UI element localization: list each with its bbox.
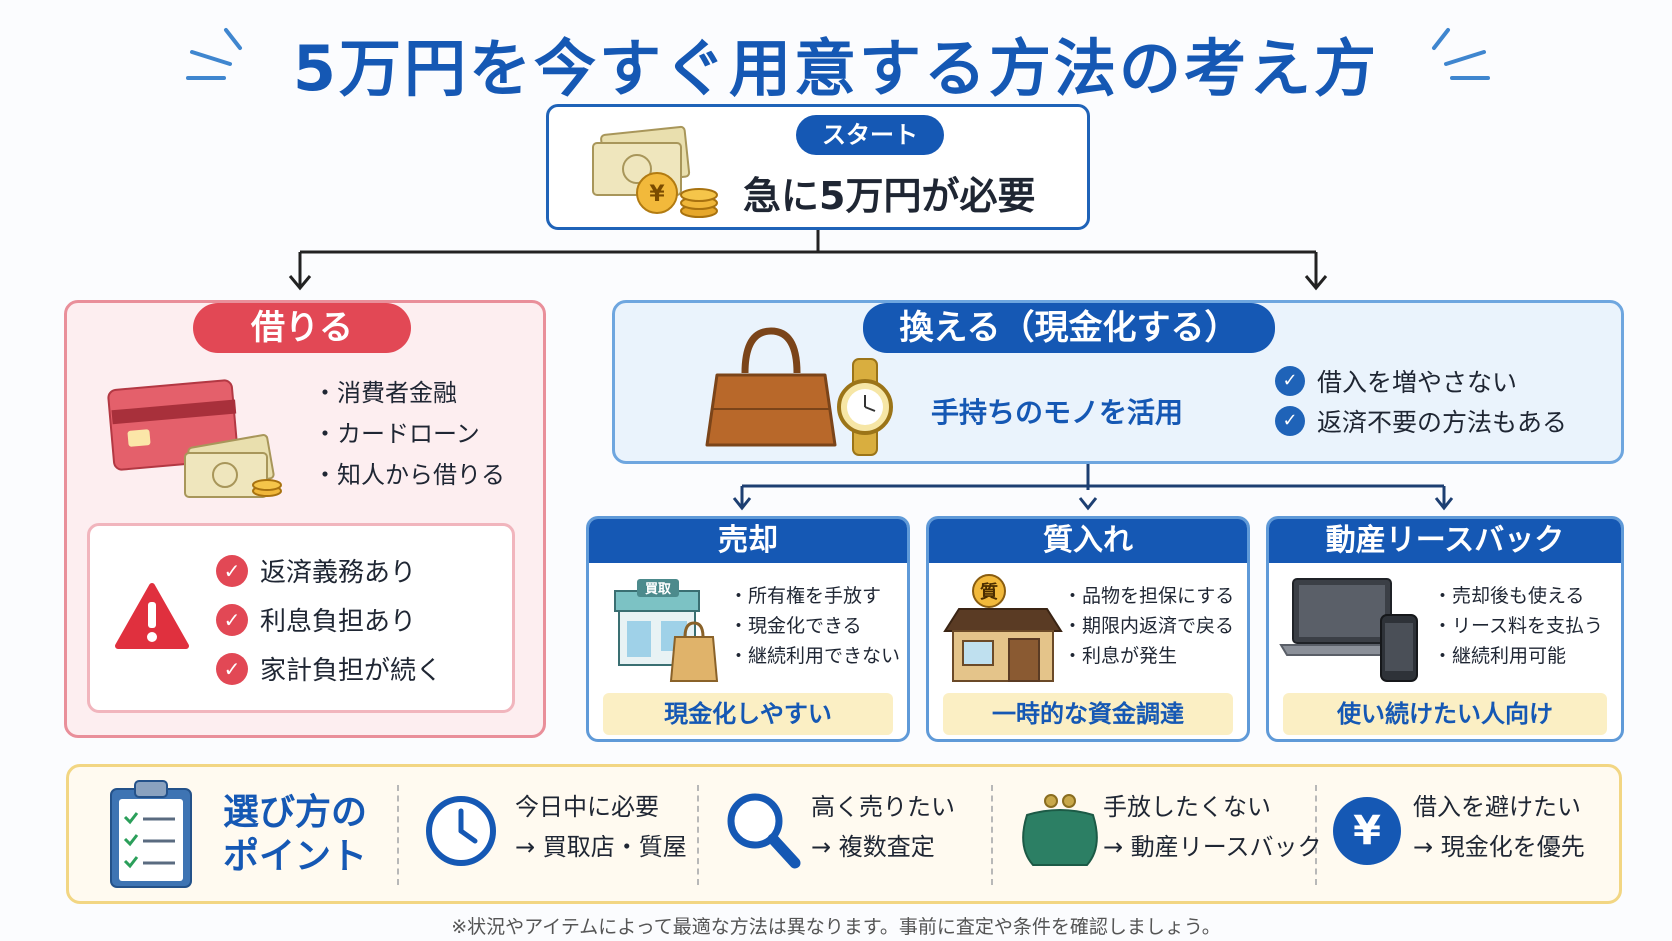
- list-item: ・所有権を手放す: [729, 585, 882, 607]
- card-summary: 現金化しやすい: [603, 693, 893, 735]
- list-item: ・継続利用できない: [729, 645, 901, 667]
- divider: [1315, 785, 1317, 885]
- card-details: ・品物を担保にする ・期限内返済で戻る ・利息が発生: [1063, 581, 1234, 671]
- svg-text:質: 質: [980, 581, 998, 603]
- list-item: ・品物を担保にする: [1063, 585, 1235, 607]
- list-item: ・継続利用可能: [1433, 645, 1567, 667]
- check-icon: ✓: [216, 652, 248, 685]
- shop-icon: 買取: [614, 579, 719, 682]
- page-title: 5万円を今すぐ用意する方法の考え方: [292, 32, 1380, 105]
- money-icon: ¥: [592, 125, 718, 218]
- svg-text:¥: ¥: [649, 182, 665, 207]
- card-sell: 売却 買取 ・所有権を手放す ・現金化できる ・継続利用できない 現金化しやすい: [586, 516, 910, 742]
- laptop-phone-icon: [1279, 578, 1418, 682]
- card-details: ・売却後も使える ・リース料を支払う ・継続利用可能: [1433, 581, 1603, 671]
- list-item: ・利息が発生: [1063, 645, 1178, 667]
- sparkle-left-icon: [186, 28, 242, 80]
- card-leaseback: 動産リースバック ・売却後も使える ・リース料を支払う ・継続利用可能 使い続け…: [1266, 516, 1624, 742]
- list-item: ・売却後も使える: [1433, 585, 1585, 607]
- start-label: スタート: [796, 115, 944, 155]
- bag-and-watch-icon: [705, 327, 893, 456]
- footnote: ※状況やアイテムによって最適な方法は異なります。事前に査定や条件を確認しましょう…: [451, 916, 1221, 938]
- list-item: ・カードローン: [313, 420, 480, 448]
- svg-text:買取: 買取: [645, 582, 672, 597]
- check-icon: ✓: [1275, 366, 1305, 396]
- point-item: 借入を避けたい→ 現金化を優先: [1413, 793, 1585, 861]
- list-item: ・リース料を支払う: [1433, 615, 1604, 637]
- convert-subtitle: 手持ちのモノを活用: [931, 396, 1184, 429]
- borrow-options-list: ・消費者金融 ・カードローン ・知人から借りる: [313, 373, 505, 496]
- check-icon: ✓: [216, 554, 248, 587]
- list-item: ・現金化できる: [729, 615, 862, 637]
- sparkle-right-icon: [1432, 28, 1490, 80]
- card-title: 動産リースバック: [1269, 519, 1621, 563]
- pawnshop-icon: 質: [943, 574, 1063, 682]
- check-icon: ✓: [1275, 406, 1305, 436]
- divider: [991, 785, 993, 885]
- yen-icon: ¥: [1333, 797, 1401, 865]
- clipboard-icon: [110, 780, 192, 888]
- point-item: 手放したくない→ 動産リースバック: [1103, 793, 1322, 861]
- list-item: ・期限内返済で戻る: [1063, 615, 1235, 637]
- points-title: 選び方の ポイント: [223, 792, 368, 877]
- check-icon: ✓: [216, 603, 248, 636]
- selection-points-panel: 選び方の ポイント 今日中に必要→ 買取店・質屋 高く売りたい→ 複数査定 手放…: [66, 764, 1622, 904]
- card-title: 質入れ: [929, 519, 1247, 563]
- card-details: ・所有権を手放す ・現金化できる ・継続利用できない: [729, 581, 900, 671]
- warning-item: ✓返済義務あり: [216, 552, 416, 589]
- divider: [397, 785, 399, 885]
- point-item: 高く売りたい→ 複数査定: [811, 793, 955, 861]
- warning-icon: [115, 583, 189, 649]
- borrow-panel: 借りる ・消費者金融 ・カードローン ・知人から借りる ✓返済義務あり ✓利息負…: [64, 300, 546, 738]
- list-item: ・消費者金融: [313, 379, 457, 407]
- card-summary: 使い続けたい人向け: [1283, 693, 1607, 735]
- borrow-label: 借りる: [193, 303, 411, 353]
- clock-icon: [426, 796, 496, 866]
- card-pawn: 質入れ 質 ・品物を担保にする ・期限内返済で戻る ・利息が発生 一時的な資金調…: [926, 516, 1250, 742]
- credit-card-icon: [107, 379, 282, 498]
- start-text: 急に5万円が必要: [743, 174, 1036, 218]
- convert-check-item: ✓借入を増やさない: [1275, 363, 1517, 399]
- borrow-warning-box: ✓返済義務あり ✓利息負担あり ✓家計負担が続く: [87, 523, 515, 713]
- warning-item: ✓利息負担あり: [216, 601, 416, 638]
- list-item: ・知人から借りる: [313, 461, 505, 489]
- convert-panel: 換える（現金化する） 手持ちのモノを活用 ✓借入を増やさない ✓返済不要の方法も…: [612, 300, 1624, 464]
- purse-icon: [1022, 794, 1098, 866]
- convert-label: 換える（現金化する）: [863, 303, 1275, 353]
- warning-item: ✓家計負担が続く: [216, 650, 442, 687]
- convert-check-item: ✓返済不要の方法もある: [1275, 403, 1567, 439]
- card-title: 売却: [589, 519, 907, 563]
- card-summary: 一時的な資金調達: [943, 693, 1233, 735]
- point-item: 今日中に必要→ 買取店・質屋: [515, 793, 687, 861]
- magnifier-icon: [727, 793, 801, 869]
- start-box: ¥ スタート 急に5万円が必要: [546, 104, 1090, 230]
- divider: [697, 785, 699, 885]
